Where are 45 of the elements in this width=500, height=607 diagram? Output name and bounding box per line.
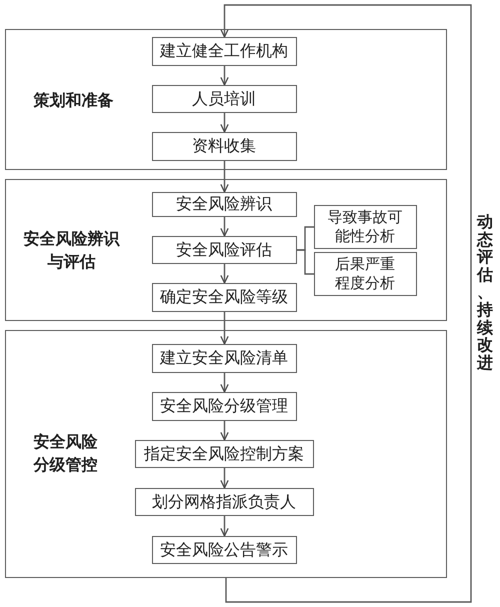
process-box bbox=[134, 488, 314, 516]
stage-panel bbox=[5, 29, 447, 170]
step-label: 安全风险评估 bbox=[176, 240, 272, 260]
step-label: 安全风险公告警示 bbox=[160, 540, 288, 560]
stage-panel bbox=[5, 179, 447, 321]
stage-heading: 安全风险分级管控 bbox=[32, 430, 98, 476]
process-box bbox=[152, 84, 296, 112]
arrow bbox=[220, 217, 229, 237]
arrow bbox=[220, 113, 229, 133]
step-label: 确定安全风险等级 bbox=[160, 287, 288, 307]
step-label: 资料收集 bbox=[192, 136, 256, 156]
step-label: 后果严重程度分析 bbox=[334, 254, 396, 292]
process-box bbox=[152, 192, 296, 216]
step-label: 导致事故可能性分析 bbox=[326, 208, 404, 246]
stage-panel bbox=[5, 330, 447, 578]
arrow bbox=[220, 421, 229, 441]
step-label: 建立健全工作机构 bbox=[160, 41, 288, 61]
step-label: 指定安全风险控制方案 bbox=[144, 444, 304, 464]
arrow bbox=[220, 312, 229, 345]
stage-heading: 策划和准备 bbox=[32, 88, 114, 111]
arrow bbox=[220, 264, 229, 284]
connector-line bbox=[297, 249, 314, 275]
process-box bbox=[152, 392, 296, 420]
process-box bbox=[152, 282, 296, 312]
process-box bbox=[152, 344, 296, 372]
step-label: 建立安全风险清单 bbox=[160, 348, 288, 368]
arrow bbox=[220, 161, 229, 193]
arrow bbox=[220, 66, 229, 86]
process-box bbox=[152, 132, 296, 160]
stage-heading: 安全风险辨识与评估 bbox=[22, 227, 121, 272]
step-label: 安全风险分级管理 bbox=[160, 396, 288, 416]
step-label: 安全风险辨识 bbox=[176, 194, 272, 214]
process-box bbox=[152, 36, 296, 66]
arrow bbox=[220, 516, 229, 537]
process-box bbox=[314, 252, 416, 296]
process-box bbox=[314, 204, 416, 248]
arrow bbox=[220, 373, 229, 393]
step-label: 人员培训 bbox=[192, 88, 256, 108]
arrow bbox=[220, 4, 472, 603]
arrow bbox=[220, 468, 229, 489]
edge-label: 动态评估、持续改进 bbox=[477, 213, 493, 372]
step-label: 划分网格指派负责人 bbox=[152, 492, 296, 512]
process-box bbox=[152, 536, 296, 564]
process-box bbox=[134, 440, 314, 468]
process-box bbox=[152, 236, 296, 264]
